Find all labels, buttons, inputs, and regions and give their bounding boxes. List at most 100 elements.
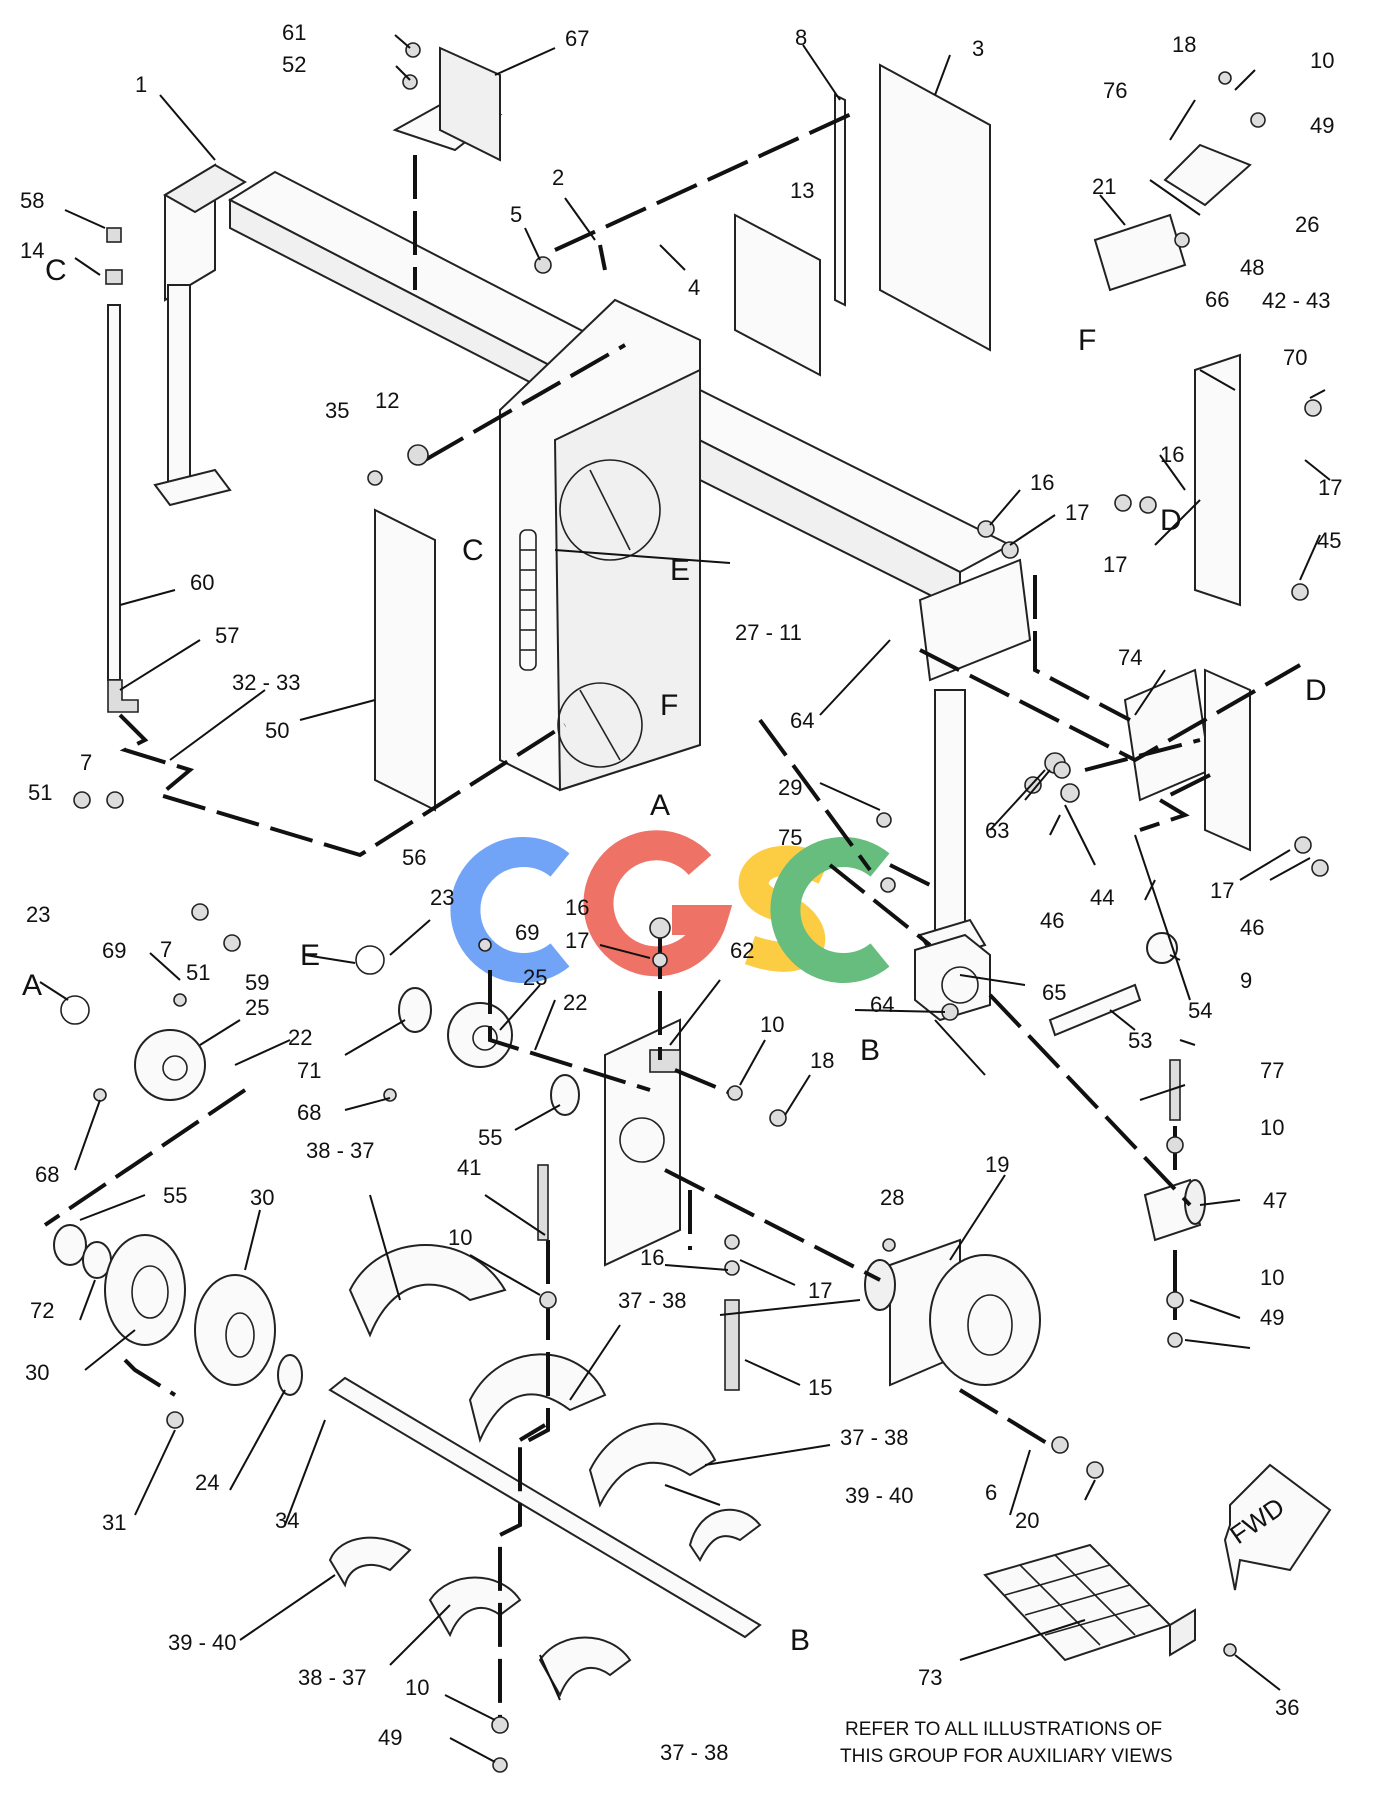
callout-64a: 64 <box>790 708 814 733</box>
note-line-2: THIS GROUP FOR AUXILIARY VIEWS <box>840 1746 1173 1767</box>
callout-47: 47 <box>1263 1188 1287 1213</box>
callout-17a: 17 <box>565 928 589 953</box>
fasteners <box>73 42 1329 1773</box>
callout-3738a: 37 - 38 <box>618 1288 687 1313</box>
callout-3837b: 38 - 37 <box>298 1665 367 1690</box>
callout-75: 75 <box>778 825 802 850</box>
spacer-71 <box>398 987 432 1033</box>
view-letter-b-shaft: B <box>790 1624 810 1657</box>
angle-bracket <box>1194 353 1241 607</box>
callout-23a: 23 <box>26 902 50 927</box>
callout-46b: 46 <box>1240 915 1264 940</box>
callout-17c: 17 <box>1318 475 1342 500</box>
callout-17e: 17 <box>1065 500 1089 525</box>
callout-52: 52 <box>282 52 306 77</box>
callout-72: 72 <box>30 1298 54 1323</box>
view-letter-c-case: C <box>462 534 484 567</box>
callout-25a: 25 <box>245 995 269 1020</box>
view-letter-b-bearing: B <box>860 1034 880 1067</box>
inspection-window <box>734 213 821 377</box>
callout-10e: 10 <box>1260 1115 1284 1140</box>
flange-bearing <box>104 1234 186 1346</box>
callout-54: 54 <box>1188 998 1212 1023</box>
callout-41: 41 <box>457 1155 481 1180</box>
callout-51b: 51 <box>186 960 210 985</box>
view-letter-a-ring: A <box>22 969 42 1002</box>
callout-73: 73 <box>918 1665 942 1690</box>
callout-57: 57 <box>215 623 239 648</box>
drive-chain <box>519 529 537 671</box>
cgsc-watermark <box>450 830 890 983</box>
callout-2: 2 <box>552 165 564 190</box>
snap-ring-e <box>355 945 385 975</box>
part-callouts: 1 61 52 67 8 3 2 5 13 4 58 14 35 12 60 5… <box>20 20 1342 1765</box>
callout-50: 50 <box>265 718 289 743</box>
callout-69a: 69 <box>102 938 126 963</box>
callout-51a: 51 <box>28 780 52 805</box>
callout-49b: 49 <box>1310 113 1334 138</box>
view-reference-letters: C C E F A F D D A E B B <box>22 254 1327 1657</box>
callout-14: 14 <box>20 238 44 263</box>
callout-69b: 69 <box>515 920 539 945</box>
chain-case <box>499 298 701 792</box>
callout-22b: 22 <box>563 990 587 1015</box>
view-letter-a-case: A <box>650 789 670 822</box>
callout-68b: 68 <box>35 1162 59 1187</box>
left-sprocket <box>134 1029 206 1101</box>
callout-63: 63 <box>985 818 1009 843</box>
callout-21: 21 <box>1092 174 1116 199</box>
callout-10f: 10 <box>1260 1265 1284 1290</box>
callout-56: 56 <box>402 845 426 870</box>
leader-lines <box>39 34 1331 1763</box>
callout-49a: 49 <box>378 1725 402 1750</box>
note-line-1: REFER TO ALL ILLUSTRATIONS OF <box>845 1719 1162 1740</box>
callout-3837a: 38 - 37 <box>306 1138 375 1163</box>
callout-18b: 18 <box>1172 32 1196 57</box>
callout-44: 44 <box>1090 885 1114 910</box>
callout-46a: 46 <box>1040 908 1064 933</box>
auger-flights <box>328 1244 762 1698</box>
callout-35: 35 <box>325 398 349 423</box>
callout-13: 13 <box>790 178 814 203</box>
callout-30b: 30 <box>25 1360 49 1385</box>
callout-29: 29 <box>778 775 802 800</box>
forward-direction-arrow: FWD <box>1223 1463 1332 1591</box>
callout-60: 60 <box>190 570 214 595</box>
callout-3940a: 39 - 40 <box>845 1483 914 1508</box>
callout-17f: 17 <box>1210 878 1234 903</box>
gasket-strip <box>834 93 846 307</box>
washer-55-lower <box>53 1224 87 1266</box>
pivot-sleeve <box>1143 1178 1206 1242</box>
pillow-block-bearing <box>914 933 991 1022</box>
snap-ring-a <box>60 995 90 1025</box>
callout-7a: 7 <box>80 750 92 775</box>
callout-76: 76 <box>1103 78 1127 103</box>
auger-shaft <box>328 1376 762 1639</box>
callout-16d: 16 <box>1030 470 1054 495</box>
watermark-letter-c-green <box>770 837 890 983</box>
callout-10b: 10 <box>448 1225 472 1250</box>
callout-70: 70 <box>1283 345 1307 370</box>
view-letter-e-case: E <box>670 554 690 587</box>
callout-16c: 16 <box>1160 442 1184 467</box>
view-letter-d-bracket: D <box>1160 504 1182 537</box>
callout-68a: 68 <box>297 1100 321 1125</box>
step-grating <box>983 1543 1196 1662</box>
callout-3233: 32 - 33 <box>232 670 301 695</box>
view-letter-c-top: C <box>45 254 67 287</box>
watermark-letter-c-blue <box>450 837 570 983</box>
callout-5: 5 <box>510 202 522 227</box>
callout-36: 36 <box>1275 1695 1299 1720</box>
callout-25b: 25 <box>523 965 547 990</box>
callout-67: 67 <box>565 26 589 51</box>
callout-12: 12 <box>375 388 399 413</box>
callout-16b: 16 <box>640 1245 664 1270</box>
callout-31: 31 <box>102 1510 126 1535</box>
side-cover-panel <box>374 508 436 812</box>
callout-20: 20 <box>1015 1508 1039 1533</box>
callout-64b: 64 <box>870 992 894 1017</box>
hydraulic-gear-motor <box>864 1238 1041 1387</box>
callout-62: 62 <box>730 938 754 963</box>
reference-note: REFER TO ALL ILLUSTRATIONS OF THIS GROUP… <box>840 1719 1173 1767</box>
